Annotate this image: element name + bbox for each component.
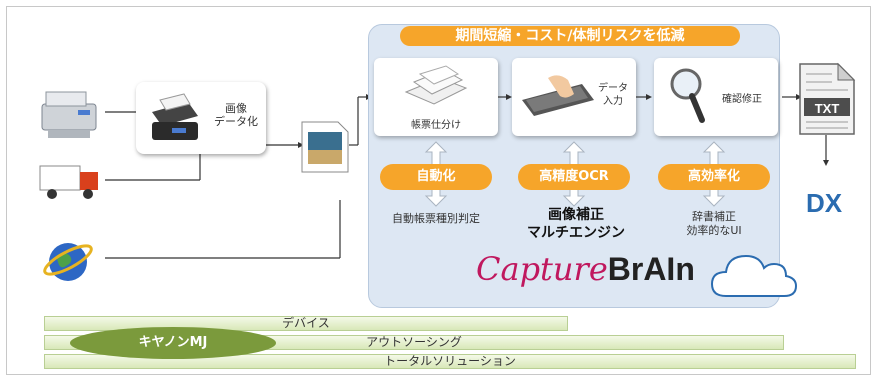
txt-file-label: TXT <box>814 101 840 116</box>
logo-bold: BrAIn <box>607 251 695 287</box>
magnifier-icon <box>670 68 705 123</box>
step-check-label: 確認修正 <box>722 94 762 105</box>
diagram-frame <box>6 6 871 375</box>
feature-pill-automation: 自動化 <box>380 164 492 190</box>
step-input: データ 入力 <box>512 58 636 136</box>
logo-script: Capture <box>476 250 608 288</box>
keyboard-icon <box>522 75 594 116</box>
dx-label: DX <box>806 188 843 218</box>
scanner-card: 画像 データ化 <box>136 82 266 154</box>
step-sort-label: 帳票仕分け <box>411 120 461 131</box>
globe-icon <box>43 243 93 281</box>
feature-desc-efficiency: 辞書補正 効率的なUI <box>686 210 742 237</box>
scanner-label: 画像 データ化 <box>214 102 258 128</box>
feature-desc-automation: 自動帳票種別判定 <box>392 212 480 225</box>
step-check: 確認修正 <box>654 58 778 136</box>
printer-icon <box>41 91 97 138</box>
step-sort: 帳票仕分け <box>374 58 498 136</box>
company-badge: キヤノンMJ <box>70 327 276 359</box>
feature-desc-ocr: 画像補正 マルチエンジン <box>527 207 625 241</box>
bar-total-solution: トータルソリューション <box>44 354 856 369</box>
feature-pill-efficiency: 高効率化 <box>658 164 770 190</box>
benefit-banner: 期間短縮・コスト/体制リスクを低減 <box>400 26 740 46</box>
cloud-icon <box>710 254 798 297</box>
feature-pill-ocr: 高精度OCR <box>518 164 630 190</box>
capture-brain-logo: CaptureBrAIn <box>476 250 695 288</box>
image-file-icon <box>301 121 349 173</box>
scanner-icon <box>152 93 198 140</box>
truck-icon <box>39 165 98 199</box>
step-input-label: データ 入力 <box>598 83 628 107</box>
txt-file-icon <box>799 62 856 135</box>
documents-icon <box>404 65 468 105</box>
